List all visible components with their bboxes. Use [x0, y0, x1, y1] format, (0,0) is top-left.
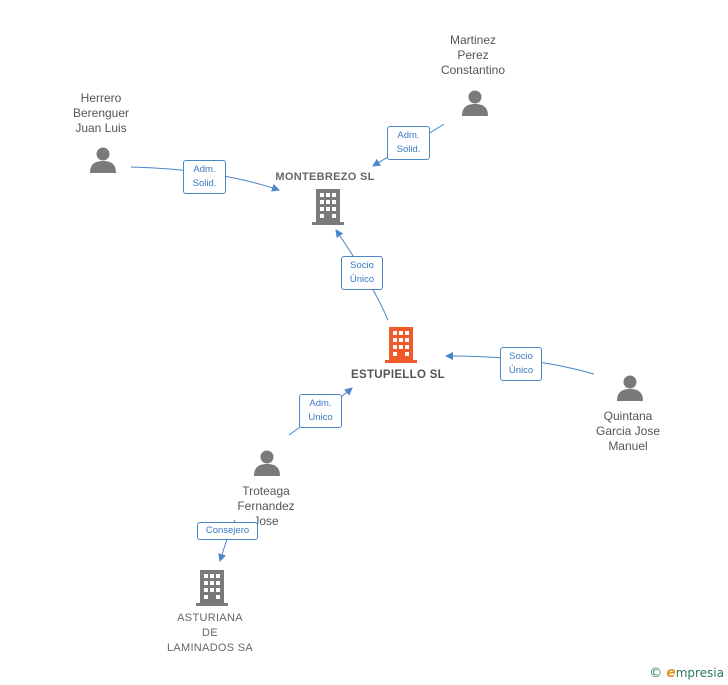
person-label-herrero[interactable]: Herrero Berenguer Juan Luis — [72, 91, 130, 135]
building-icon[interactable] — [312, 189, 344, 225]
edge-label-troteaga-estupiello: Adm. Unico — [299, 394, 342, 428]
person-icon[interactable] — [616, 374, 644, 402]
person-icon[interactable] — [461, 89, 489, 117]
person-label-quintana[interactable]: Quintana Garcia Jose Manuel — [595, 409, 661, 453]
company-label-estupiello[interactable]: ESTUPIELLO SL — [351, 369, 445, 381]
company-label-montebrezo[interactable]: MONTEBREZO SL — [275, 171, 375, 183]
person-label-martinez[interactable]: Martinez Perez Constantino — [440, 33, 506, 77]
building-icon[interactable] — [196, 570, 228, 606]
edge-label-quintana-estupiello: Socio Único — [500, 347, 542, 381]
person-icon[interactable] — [89, 146, 117, 174]
brand-logo: ©empresia — [649, 665, 724, 681]
edge-label-estupiello-montebrezo: Socio Único — [341, 256, 383, 290]
edge-label-martinez-montebrezo: Adm. Solid. — [387, 126, 430, 160]
edge-label-troteaga-asturiana: Consejero — [197, 522, 258, 540]
person-label-troteaga[interactable]: Troteaga Fernandez Jose — [237, 484, 295, 528]
company-label-asturiana[interactable]: ASTURIANA DE LAMINADOS SA — [166, 612, 254, 654]
edge-label-herrero-montebrezo: Adm. Solid. — [183, 160, 226, 194]
person-icon[interactable] — [253, 449, 281, 477]
building-icon-main[interactable] — [385, 327, 417, 363]
